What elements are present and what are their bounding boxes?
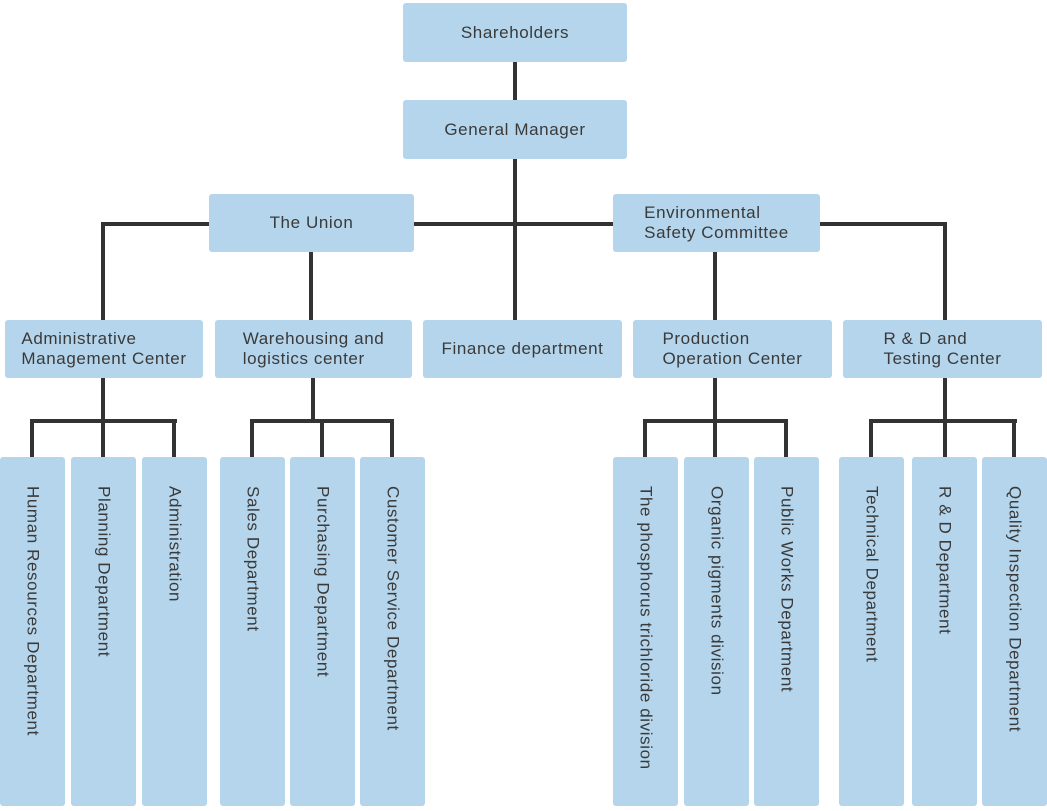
connector-admin-stem — [101, 378, 105, 421]
connector-warehousing-stem — [311, 378, 315, 421]
org-node-human-resources-department-label: Human Resources Department — [23, 486, 43, 736]
org-node-phosphorus-trichloride-division: The phosphorus trichloride division — [613, 457, 678, 806]
org-node-finance-department: Finance department — [423, 320, 622, 378]
org-node-rd-testing-center-label: R & D and Testing Center — [883, 329, 1002, 368]
connector-drop-rd-testing — [943, 222, 947, 320]
org-node-technical-department: Technical Department — [839, 457, 904, 806]
org-node-the-union: The Union — [209, 194, 414, 252]
org-node-environmental-safety-committee-label: Environmental Safety Committee — [644, 203, 789, 242]
org-node-quality-inspection-department: Quality Inspection Department — [982, 457, 1047, 806]
org-node-sales-department-label: Sales Department — [243, 486, 263, 632]
connector-drop-rd-dept — [943, 421, 947, 457]
connector-drop-phosphorus — [643, 421, 647, 457]
connector-drop-public-works — [784, 421, 788, 457]
connector-esc-right — [820, 222, 947, 226]
org-node-public-works-department: Public Works Department — [754, 457, 819, 806]
connector-drop-purchasing — [320, 421, 324, 457]
connector-drop-technical — [869, 421, 873, 457]
connector-drop-organic-pigments — [713, 421, 717, 457]
org-node-planning-department: Planning Department — [71, 457, 136, 806]
org-node-administrative-management-center: Administrative Management Center — [5, 320, 203, 378]
org-node-purchasing-department: Purchasing Department — [290, 457, 355, 806]
org-node-production-operation-center-label: Production Operation Center — [662, 329, 803, 368]
org-node-the-union-label: The Union — [269, 213, 354, 232]
connector-shareholders-gm — [513, 62, 517, 100]
org-node-shareholders-label: Shareholders — [460, 22, 570, 42]
org-node-purchasing-department-label: Purchasing Department — [313, 486, 333, 678]
org-node-planning-department-label: Planning Department — [94, 486, 114, 658]
org-node-rd-department-label: R & D Department — [935, 486, 955, 635]
connector-drop-admin — [101, 222, 105, 320]
org-node-warehousing-logistics-center: Warehousing and logistics center — [215, 320, 412, 378]
org-node-organic-pigments-division-label: Organic pigments division — [707, 486, 727, 696]
connector-union-esc — [414, 222, 613, 226]
connector-drop-customer-service — [390, 421, 394, 457]
org-node-shareholders: Shareholders — [403, 3, 627, 62]
connector-union-warehousing — [309, 252, 313, 320]
connector-drop-sales — [250, 421, 254, 457]
org-node-administrative-management-center-label: Administrative Management Center — [21, 329, 187, 368]
org-node-customer-service-department-label: Customer Service Department — [383, 486, 403, 731]
org-node-technical-department-label: Technical Department — [862, 486, 882, 663]
org-node-phosphorus-trichloride-division-label: The phosphorus trichloride division — [636, 486, 656, 770]
connector-union-left — [101, 222, 209, 226]
org-node-finance-department-label: Finance department — [441, 339, 604, 358]
connector-drop-planning — [101, 421, 105, 457]
connector-esc-production — [713, 252, 717, 320]
org-node-environmental-safety-committee: Environmental Safety Committee — [613, 194, 820, 252]
org-node-general-manager-label: General Manager — [444, 119, 586, 139]
connector-drop-administration — [172, 421, 176, 457]
org-node-general-manager: General Manager — [403, 100, 627, 159]
org-node-public-works-department-label: Public Works Department — [777, 486, 797, 693]
connector-gm-finance — [513, 159, 517, 320]
org-node-human-resources-department: Human Resources Department — [0, 457, 65, 806]
org-node-rd-department: R & D Department — [912, 457, 977, 806]
org-node-customer-service-department: Customer Service Department — [360, 457, 425, 806]
org-node-sales-department: Sales Department — [220, 457, 285, 806]
connector-rd-testing-stem — [943, 378, 947, 421]
org-node-warehousing-logistics-center-label: Warehousing and logistics center — [242, 329, 385, 368]
org-node-administration-label: Administration — [165, 486, 185, 603]
org-node-organic-pigments-division: Organic pigments division — [684, 457, 749, 806]
connector-drop-hr — [30, 421, 34, 457]
connector-drop-quality — [1012, 421, 1016, 457]
connector-production-stem — [713, 378, 717, 421]
org-node-administration: Administration — [142, 457, 207, 806]
org-node-production-operation-center: Production Operation Center — [633, 320, 832, 378]
org-node-quality-inspection-department-label: Quality Inspection Department — [1005, 486, 1025, 733]
org-node-rd-testing-center: R & D and Testing Center — [843, 320, 1042, 378]
